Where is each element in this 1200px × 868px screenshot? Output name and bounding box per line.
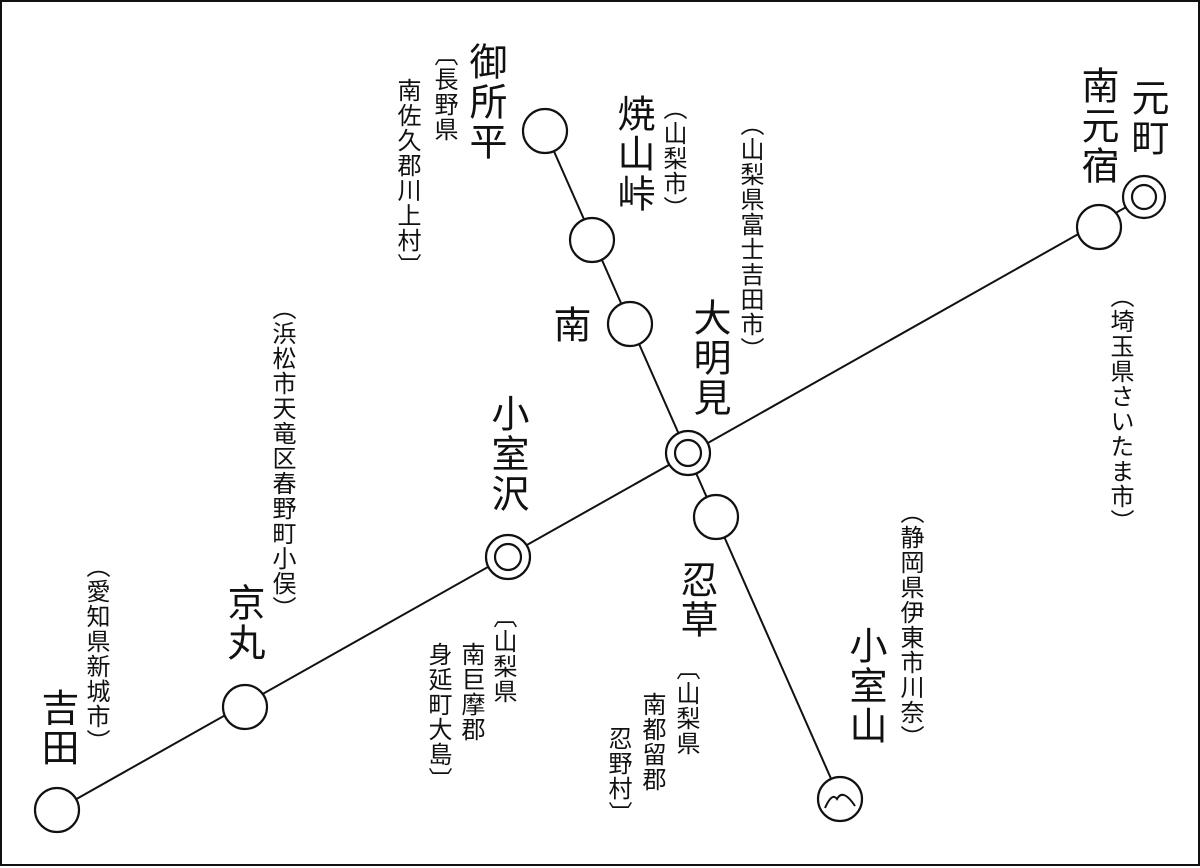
label-yoshida: 吉田 (35, 688, 79, 768)
label-komurosawa: 小室沢 (485, 394, 529, 514)
station-yoshida-marker[interactable] (33, 786, 81, 834)
station-komuroyama-marker[interactable] (816, 775, 864, 823)
station-motomachi-marker[interactable] (1121, 174, 1167, 220)
note-shinshiro: （愛知県新城市） (82, 554, 110, 754)
label-oshikusa: 忍草 (674, 560, 718, 640)
note-minobu-1: ︹山梨県 (489, 604, 517, 704)
label-motomachi: 元町 (1125, 78, 1169, 158)
station-goshodaira-marker[interactable] (521, 107, 569, 155)
note-fujiyoshida: （山梨県富士吉田市） (736, 112, 764, 362)
note-oshino-3: 忍野村︺ (604, 726, 632, 826)
route-line-east-west (56, 196, 1145, 811)
note-minobu-3: 身延町大島︺ (424, 642, 452, 792)
label-daimyomi: 大明見 (687, 298, 731, 418)
note-hamamatsu: （浜松市天竜区春野町小俣） (268, 296, 296, 621)
note-nagano-2: 南佐久郡川上村︺ (393, 78, 421, 278)
note-yamanashi-city: （山梨市） (659, 96, 687, 221)
note-minobu-2: 南巨摩郡 (457, 642, 485, 742)
note-ito: （静岡県伊東市川奈） (896, 500, 924, 750)
label-minami: 南 (547, 305, 591, 345)
note-saitama: （埼玉県さいたま市） (1106, 284, 1134, 534)
note-nagano-1: ︹長野県 (430, 42, 458, 142)
station-oshikusa-marker[interactable] (692, 493, 740, 541)
label-kyomaru: 京丸 (221, 583, 265, 663)
label-yakeyama: 焼山峠 (611, 94, 655, 214)
station-daimyomi-marker[interactable] (664, 429, 712, 477)
label-goshodaira: 御所平 (463, 42, 507, 162)
station-minami-marker[interactable] (606, 300, 654, 348)
station-komurosawa-marker[interactable] (484, 533, 532, 581)
mountain-icon (824, 793, 856, 809)
station-minamimotojuku-marker[interactable] (1075, 203, 1123, 251)
station-kyomaru-marker[interactable] (221, 683, 269, 731)
note-oshino-1: ︹山梨県 (672, 656, 700, 756)
note-oshino-2: 南都留郡 (638, 692, 666, 792)
station-yakeyama-marker[interactable] (568, 216, 616, 264)
label-minamimotojuku: 南元宿 (1075, 66, 1119, 186)
label-komuroyama: 小室山 (843, 626, 887, 746)
